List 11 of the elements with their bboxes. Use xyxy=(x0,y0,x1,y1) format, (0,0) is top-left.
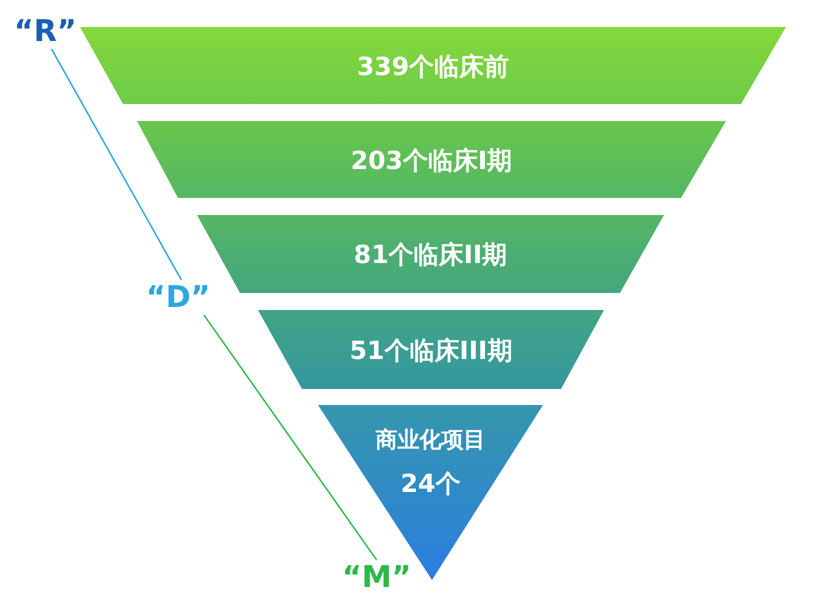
connector-line xyxy=(203,314,378,560)
phase-letter: “R” xyxy=(14,14,77,49)
stage-label: 商业化项目 xyxy=(376,427,486,455)
phase-letter: “M” xyxy=(342,560,412,595)
stage-label: 81个临床II期 xyxy=(354,239,508,271)
stage-label: 339个临床前 xyxy=(356,50,510,82)
phase-letter: “D” xyxy=(146,280,210,315)
stage-label: 24个 xyxy=(400,468,460,500)
stage-label: 51个临床III期 xyxy=(350,334,512,366)
stage-label: 203个临床I期 xyxy=(350,144,512,176)
connector-line xyxy=(50,48,182,280)
